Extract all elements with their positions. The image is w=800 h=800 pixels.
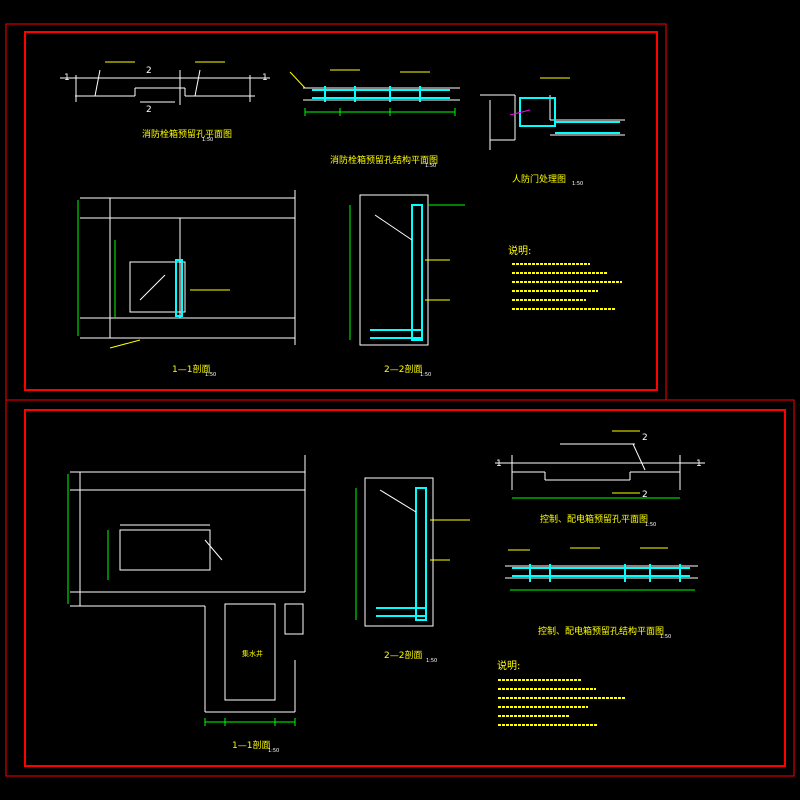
sheet-2: 集水井 1—1剖面 1:50 2—2剖面 1:50 bbox=[5, 399, 795, 777]
rebar-plan-title: 消防栓箱预留孔结构平面图 bbox=[330, 154, 438, 166]
sec2-title: 2—2剖面 bbox=[384, 649, 422, 661]
rebar-plan-title: 控制、配电箱预留孔结构平面图 bbox=[538, 625, 664, 637]
sec2-scale: 1:50 bbox=[420, 372, 431, 378]
plan-section-mark-top: 2 bbox=[642, 433, 648, 443]
sheet-2-outer-frame bbox=[5, 399, 795, 777]
plan-section-mark-top: 2 bbox=[146, 66, 152, 76]
sheet-1-notes: 说明: bbox=[508, 244, 622, 310]
plan-section-mark-right: 1 bbox=[696, 459, 702, 469]
hydrant-rebar-plan: 消防栓箱预留孔结构平面图 1:50 bbox=[289, 69, 460, 169]
door-scale: 1:50 bbox=[572, 181, 583, 187]
rebar-plan-scale: 1:50 bbox=[660, 634, 671, 640]
sheet-2-inner-frame bbox=[24, 409, 786, 767]
plan-section-mark-left: 1 bbox=[64, 73, 70, 83]
plan-scale: 1:50 bbox=[202, 137, 213, 143]
pit-label: 集水井 bbox=[242, 649, 263, 658]
sec2-scale: 1:50 bbox=[426, 658, 437, 664]
plan-title: 控制、配电箱预留孔平面图 bbox=[540, 513, 648, 525]
sec1-scale: 1:50 bbox=[268, 748, 279, 754]
sheet-1-outer-frame bbox=[5, 23, 667, 401]
hydrant-opening-plan: 1 1 2 2 消防栓箱预留孔平面图 1:50 bbox=[60, 61, 270, 143]
sec2-title: 2—2剖面 bbox=[384, 363, 422, 375]
plan-section-mark-bottom: 2 bbox=[642, 490, 648, 500]
notes-title: 说明: bbox=[497, 659, 520, 672]
sheet-1: 1 1 2 2 消防栓箱预留孔平面图 1:50 消防栓箱预留孔结构平面图 bbox=[5, 23, 667, 401]
plan-section-mark-left: 1 bbox=[496, 459, 502, 469]
notes-lines bbox=[512, 263, 622, 310]
sec1-scale: 1:50 bbox=[205, 372, 216, 378]
notes-lines bbox=[498, 679, 626, 726]
door-title: 人防门处理图 bbox=[512, 173, 566, 185]
sheet-2-notes: 说明: bbox=[497, 659, 626, 726]
plan-section-mark-bottom: 2 bbox=[146, 105, 152, 115]
plan-title: 消防栓箱预留孔平面图 bbox=[142, 128, 232, 140]
plan-scale: 1:50 bbox=[645, 522, 656, 528]
section-1-1: 1—1剖面 1:50 bbox=[77, 190, 296, 378]
section-2-2: 2—2剖面 1:50 bbox=[355, 477, 470, 664]
notes-title: 说明: bbox=[508, 244, 531, 257]
sec1-title: 1—1剖面 bbox=[232, 739, 270, 751]
sec1-title: 1—1剖面 bbox=[172, 363, 210, 375]
sheet-1-inner-frame bbox=[24, 31, 658, 391]
rebar-plan-scale: 1:50 bbox=[425, 163, 436, 169]
civil-defense-door-detail: 人防门处理图 1:50 bbox=[480, 77, 625, 187]
section-2-2: 2—2剖面 1:50 bbox=[349, 194, 465, 378]
control-box-rebar-plan: 控制、配电箱预留孔结构平面图 1:50 bbox=[505, 547, 698, 640]
plan-section-mark-right: 1 bbox=[262, 73, 268, 83]
section-1-1-sump: 集水井 1—1剖面 1:50 bbox=[67, 455, 306, 754]
control-box-opening-plan: 1 1 2 2 控制、配电箱预留孔平面图 1:50 bbox=[495, 430, 705, 528]
